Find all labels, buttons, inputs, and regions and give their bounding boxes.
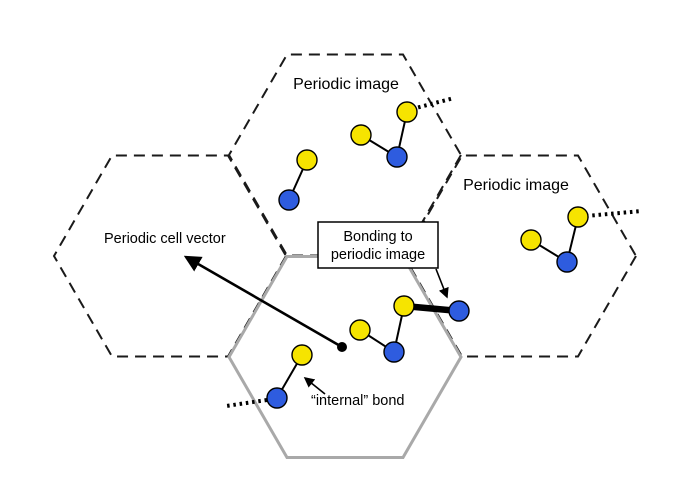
dotted-bond-right: [585, 209, 643, 218]
atom-top-trimer-yellow-left: [350, 124, 372, 146]
label-internal-bond: “internal” bond: [311, 393, 405, 409]
label-periodic-image-right: Periodic image: [463, 177, 569, 194]
atom-right-trimer-yellow-left: [520, 229, 542, 251]
label-periodic-cell-vector: Periodic cell vector: [104, 231, 226, 247]
atom-bottom-dimer-yellow: [291, 344, 313, 366]
dotted-bond-top-right: [411, 96, 455, 111]
callout-box: [317, 221, 439, 269]
atom-top-dimer-yellow: [296, 149, 318, 171]
internal-bond-arrow: [303, 377, 326, 395]
dotted-bond-bottom-left: [225, 398, 268, 408]
atom-periodic-image-blue: [448, 300, 470, 322]
cell-periodic-image-left: [52, 154, 288, 358]
cell-central: [227, 255, 463, 459]
callout-text-line-2: periodic image: [331, 247, 425, 263]
atom-top-trimer-yellow-top: [396, 101, 418, 123]
atom-top-trimer-blue: [386, 146, 408, 168]
callout-text-line-1: Bonding to: [343, 229, 412, 245]
atom-right-trimer-yellow-top: [567, 206, 589, 228]
atom-bottom-dimer-blue: [266, 387, 288, 409]
atom-right-trimer-blue: [556, 251, 578, 273]
cell-vector-origin-dot: [337, 342, 347, 352]
callout-arrow: [435, 268, 449, 299]
atom-central-trimer-blue: [383, 341, 405, 363]
atom-top-dimer-blue: [278, 189, 300, 211]
atom-central-trimer-yellow-left: [349, 319, 371, 341]
atom-central-trimer-yellow-top: [393, 295, 415, 317]
periodic-cell-vector-arrow: [183, 255, 343, 349]
label-periodic-image-top: Periodic image: [293, 76, 399, 93]
